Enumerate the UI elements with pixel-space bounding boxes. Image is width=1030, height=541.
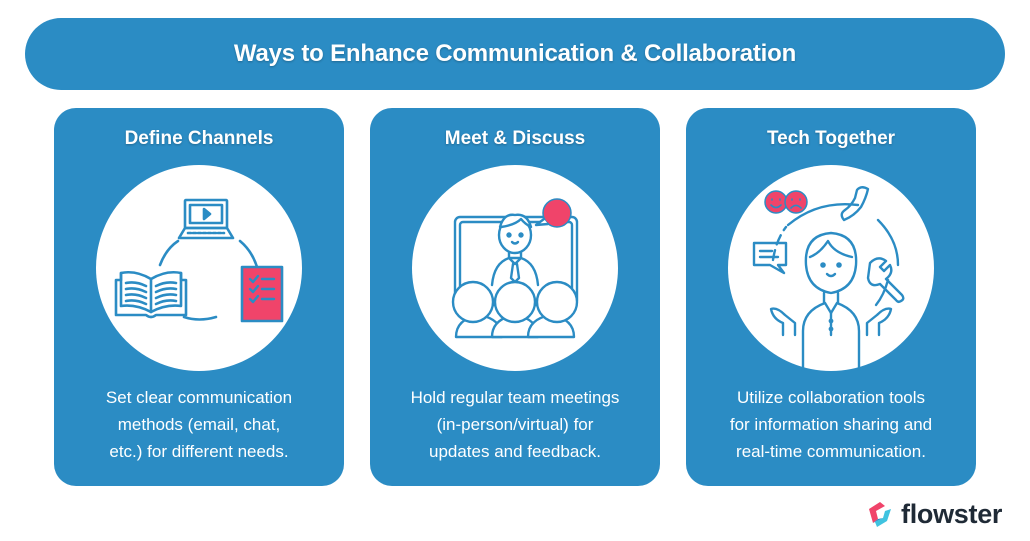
- icon-circle: [412, 165, 618, 371]
- person-icon: [804, 231, 858, 295]
- card-description: Utilize collaboration tools for informat…: [694, 384, 968, 465]
- description-line: (in-person/virtual) for: [436, 415, 594, 434]
- channels-cycle-icon: [114, 198, 284, 323]
- description-line: for information sharing and: [729, 415, 933, 434]
- icon-circle: [728, 165, 934, 371]
- video-meeting-icon: [451, 198, 579, 339]
- card-tech-together: Tech Together: [686, 108, 976, 486]
- card-title: Tech Together: [766, 128, 896, 149]
- card-description: Hold regular team meetings (in-person/vi…: [378, 384, 652, 465]
- card-title: Meet & Discuss: [444, 128, 586, 149]
- description-line: methods (email, chat,: [117, 415, 281, 434]
- phone-icon: [840, 186, 870, 222]
- brand-logo: flowster: [865, 497, 1002, 531]
- card-title: Define Channels: [124, 128, 274, 149]
- header-banner: Ways to Enhance Communication & Collabor…: [25, 18, 1005, 90]
- description-line: etc.) for different needs.: [109, 442, 289, 461]
- audience-icon: [451, 280, 579, 339]
- flowster-logo-icon: [869, 502, 891, 527]
- emoji-feedback-icon: [764, 190, 808, 214]
- page-title: Ways to Enhance Communication & Collabor…: [233, 40, 797, 67]
- description-line: Utilize collaboration tools: [736, 388, 926, 407]
- book-icon: [114, 270, 188, 319]
- presenter-icon: [490, 213, 540, 287]
- collaboration-tools-icon: [752, 186, 905, 371]
- card-description: Set clear communication methods (email, …: [62, 384, 336, 465]
- description-line: Hold regular team meetings: [410, 388, 620, 407]
- brand-name: flowster: [901, 498, 1003, 529]
- card-define-channels: Define Channels: [54, 108, 344, 486]
- wrench-icon: [866, 257, 905, 303]
- description-line: updates and feedback.: [428, 442, 602, 461]
- description-line: Set clear communication: [105, 388, 293, 407]
- checklist-icon: [240, 265, 284, 323]
- chat-bubble-icon: [752, 241, 788, 275]
- laptop-icon: [177, 198, 235, 240]
- description-line: real-time communication.: [736, 442, 926, 461]
- icon-circle: [96, 165, 302, 371]
- card-meet-discuss: Meet & Discuss: [370, 108, 660, 486]
